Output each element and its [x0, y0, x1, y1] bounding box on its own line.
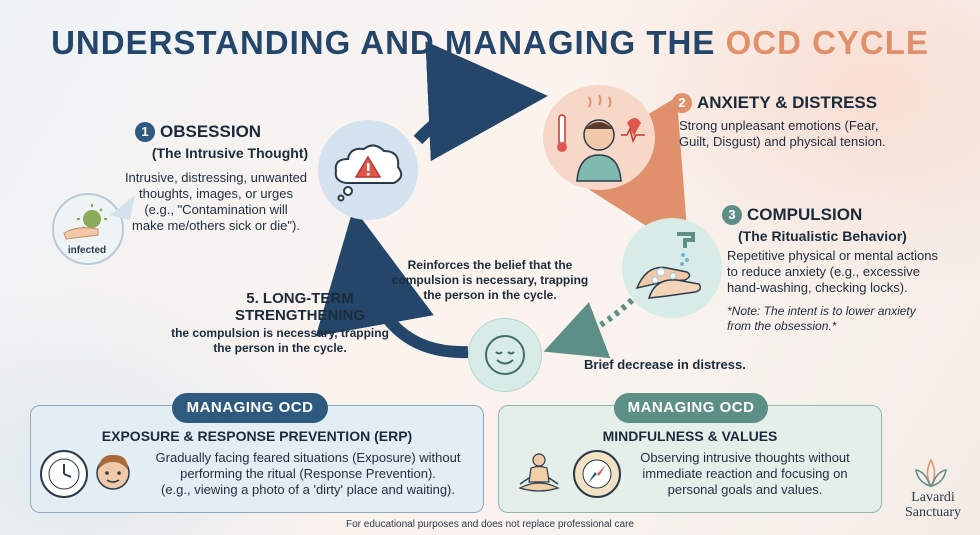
reinforcement-text: Reinforces the belief that the compulsio… — [385, 258, 595, 303]
obsession-desc-line: (e.g., "Contamination will — [144, 202, 288, 217]
mindfulness-title: MINDFULNESS & VALUES — [602, 428, 778, 444]
obsession-title: OBSESSION — [160, 122, 262, 141]
anxiety-desc-line: Guilt, Disgust) and physical tension. — [679, 134, 886, 149]
brand-line: Sanctuary — [905, 505, 961, 520]
anxiety-title: ANXIETY & DISTRESS — [697, 93, 878, 112]
compulsion-desc-line: Repetitive physical or mental actions — [727, 248, 938, 263]
relief-circle — [468, 318, 542, 392]
erp-desc-line: (e.g., viewing a photo of a 'dirty' plac… — [160, 482, 456, 497]
mindfulness-desc-line: Observing intrusive thoughts without — [640, 450, 850, 465]
erp-desc-line: Gradually facing feared situations (Expo… — [155, 450, 461, 465]
compass-icon — [573, 450, 621, 498]
strengthening-title-line: STRENGTHENING — [234, 307, 365, 324]
thought-bubble-circle — [318, 120, 418, 220]
reinforcement-line: Reinforces the belief that the — [407, 258, 573, 272]
compulsion-desc-line: hand-washing, checking locks). — [727, 280, 908, 295]
step-number-1: 1 — [135, 122, 155, 142]
infected-hand-icon — [52, 193, 124, 265]
compulsion-description: Repetitive physical or mental actions to… — [727, 248, 977, 296]
lotus-logo-icon — [915, 458, 947, 488]
compulsion-desc-line: to reduce anxiety (e.g., excessive — [727, 264, 920, 279]
anxious-person-icon — [557, 93, 645, 182]
reinforcement-line: the person in the cycle. — [423, 288, 557, 302]
erp-pill: MANAGING OCD — [172, 393, 328, 423]
hand-washing-icon — [635, 232, 702, 299]
compulsion-subtitle: (The Ritualistic Behavior) — [738, 228, 907, 244]
person-face-icon — [90, 448, 136, 494]
title-main: UNDERSTANDING AND MANAGING THE — [51, 24, 716, 61]
strengthening-title-line: 5. LONG-TERM — [246, 290, 354, 307]
relief-caption: Brief decrease in distress. — [584, 357, 746, 372]
obsession-heading: 1 OBSESSION — [135, 122, 325, 142]
calm-face-icon — [485, 335, 525, 375]
mindfulness-desc-line: personal goals and values. — [667, 482, 823, 497]
footer-disclaimer: For educational purposes and does not re… — [346, 519, 634, 530]
strengthening-desc-line: the person in the cycle. — [213, 341, 347, 355]
mindfulness-description: Observing intrusive thoughts without imm… — [620, 450, 870, 498]
erp-title: EXPOSURE & RESPONSE PREVENTION (ERP) — [101, 428, 413, 444]
arrow-obsession-to-anxiety — [413, 41, 548, 162]
warning-cloud-icon — [334, 144, 403, 202]
mindfulness-pill: MANAGING OCD — [614, 393, 768, 423]
step-number-3: 3 — [722, 205, 742, 225]
mindfulness-desc-line: immediate reaction and focusing on — [642, 466, 848, 481]
brand-name: Lavardi Sanctuary — [890, 490, 976, 520]
arrow-relief-to-obsession — [315, 207, 469, 359]
erp-desc-line: performing the ritual (Response Preventi… — [180, 466, 436, 481]
anxiety-desc-line: Strong unpleasant emotions (Fear, — [679, 118, 879, 133]
anxiety-circle — [543, 85, 655, 190]
page-title: UNDERSTANDING AND MANAGING THE OCD CYCLE — [0, 24, 980, 62]
obsession-desc-line: Intrusive, distressing, unwanted — [124, 170, 308, 185]
brand-line: Lavardi — [911, 490, 955, 505]
infected-label: infected — [67, 245, 107, 256]
title-accent: OCD CYCLE — [725, 24, 929, 61]
compulsion-circle — [622, 218, 722, 318]
clock-icon — [40, 450, 88, 498]
erp-description: Gradually facing feared situations (Expo… — [140, 450, 476, 498]
mindfulness-panel — [498, 405, 882, 513]
obsession-subtitle: (The Intrusive Thought) — [151, 145, 309, 161]
compulsion-block: 3 COMPULSION (The Ritualistic Behavior) — [722, 205, 932, 244]
compulsion-note-line: from the obsession.* — [727, 319, 837, 333]
strengthening-title: 5. LONG-TERM STRENGTHENING — [210, 290, 390, 324]
compulsion-heading: 3 COMPULSION — [722, 205, 932, 225]
step-number-2: 2 — [672, 93, 692, 113]
obsession-desc-line: make me/others sick or die"). — [132, 218, 300, 233]
reinforcement-line: compulsion is necessary, trapping — [391, 273, 589, 287]
obsession-block: 1 OBSESSION (The Intrusive Thought) — [135, 122, 325, 161]
arrow-compulsion-to-relief — [543, 297, 635, 359]
pointer-triangle — [110, 195, 135, 220]
anxiety-heading: 2 ANXIETY & DISTRESS — [672, 93, 962, 113]
compulsion-note: *Note: The intent is to lower anxiety fr… — [727, 304, 977, 334]
meditation-icon — [514, 448, 564, 498]
obsession-description: Intrusive, distressing, unwanted thought… — [106, 170, 326, 234]
obsession-desc-line: thoughts, images, or urges — [139, 186, 293, 201]
strengthening-description: the compulsion is necessary, trapping th… — [150, 326, 410, 356]
compulsion-note-line: *Note: The intent is to lower anxiety — [727, 304, 916, 318]
compulsion-title: COMPULSION — [747, 205, 863, 224]
strengthening-desc-line: the compulsion is necessary, trapping — [171, 326, 389, 340]
anxiety-description: Strong unpleasant emotions (Fear, Guilt,… — [679, 118, 969, 150]
